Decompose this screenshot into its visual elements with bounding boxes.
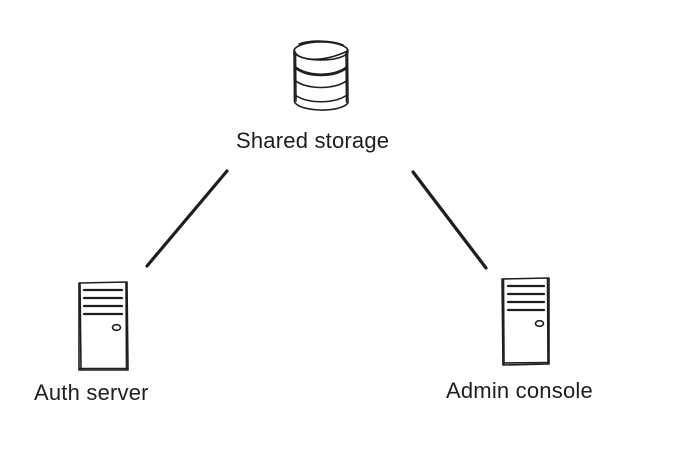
node-label-admin-console: Admin console bbox=[446, 378, 593, 403]
database-icon[interactable] bbox=[293, 40, 349, 111]
node-label-auth-server: Auth server bbox=[34, 380, 149, 405]
server-icon[interactable] bbox=[78, 281, 129, 371]
edge-storage-auth[interactable] bbox=[145, 169, 229, 268]
server-icon[interactable] bbox=[501, 277, 550, 366]
edge-storage-admin[interactable] bbox=[411, 170, 488, 270]
node-label-shared-storage: Shared storage bbox=[236, 128, 390, 153]
